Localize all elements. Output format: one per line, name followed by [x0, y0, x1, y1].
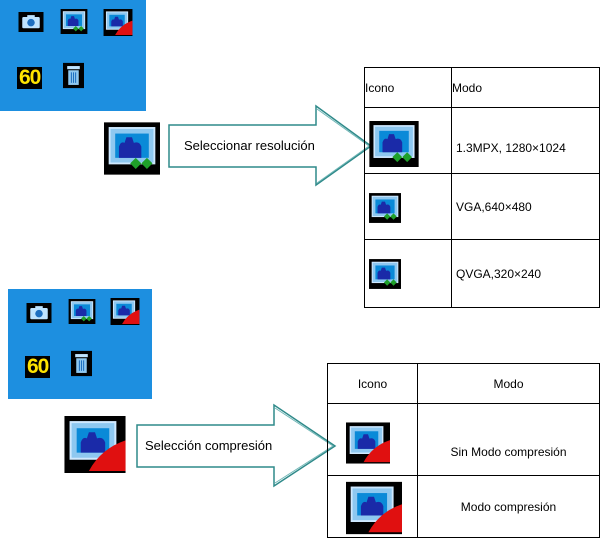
table2-header-mode: Modo	[418, 364, 600, 404]
table1-row1-icon-cell	[365, 108, 452, 174]
table1-row3-mode: QVGA,320×240	[452, 240, 600, 308]
compression-icon[interactable]	[103, 9, 133, 36]
table1-header-mode: Modo	[452, 68, 600, 108]
table1-row2-icon-cell	[365, 174, 452, 240]
table2-row1-icon-cell	[328, 404, 418, 476]
trash-icon[interactable]	[63, 62, 84, 89]
bottom-camera-menu: 60	[8, 289, 152, 399]
table1-header-icon: Icono	[365, 68, 452, 108]
table1-row1-mode: 1.3MPX, 1280×1024	[452, 108, 600, 174]
shot-counter: 60	[17, 67, 42, 89]
resolution-icon-enlarged	[104, 120, 160, 177]
trash-icon[interactable]	[71, 350, 92, 377]
camera-mode-icon[interactable]	[18, 12, 44, 32]
mode-text: 1.3MPX, 1280×1024	[456, 141, 566, 155]
resolution-1.3mpx-icon	[369, 121, 419, 167]
top-camera-menu: 60	[0, 0, 146, 111]
shot-counter: 60	[25, 356, 50, 378]
mode-text: Sin Modo compresión	[450, 445, 566, 459]
compression-table: Icono Modo Sin Modo compresión Modo comp…	[327, 363, 600, 538]
resolution-icon[interactable]	[68, 299, 96, 324]
mode-text: QVGA,320×240	[456, 267, 541, 281]
resolution-icon[interactable]	[60, 9, 88, 34]
mode-text: Modo compresión	[461, 500, 556, 514]
resolution-vga-icon	[369, 188, 401, 228]
mode-text: VGA,640×480	[456, 200, 532, 214]
table2-row2-mode: Modo compresión	[418, 476, 600, 538]
compression-icon-enlarged	[63, 416, 127, 473]
table1-row3-icon-cell	[365, 240, 452, 308]
arrow2-label: Selección compresión	[145, 438, 272, 453]
no-compression-icon	[346, 421, 390, 465]
resolution-qvga-icon	[369, 252, 401, 296]
table1-row2-mode: VGA,640×480	[452, 174, 600, 240]
table2-header-icon: Icono	[328, 364, 418, 404]
camera-mode-icon[interactable]	[26, 303, 52, 323]
resolution-table: Icono Modo 1.3MPX, 1280×1024 VGA,640×480…	[364, 67, 600, 308]
compression-icon	[346, 481, 402, 535]
table2-row1-mode: Sin Modo compresión	[418, 404, 600, 476]
arrow1-label: Seleccionar resolución	[184, 138, 315, 153]
compression-icon[interactable]	[110, 298, 140, 325]
table2-row2-icon-cell	[328, 476, 418, 538]
